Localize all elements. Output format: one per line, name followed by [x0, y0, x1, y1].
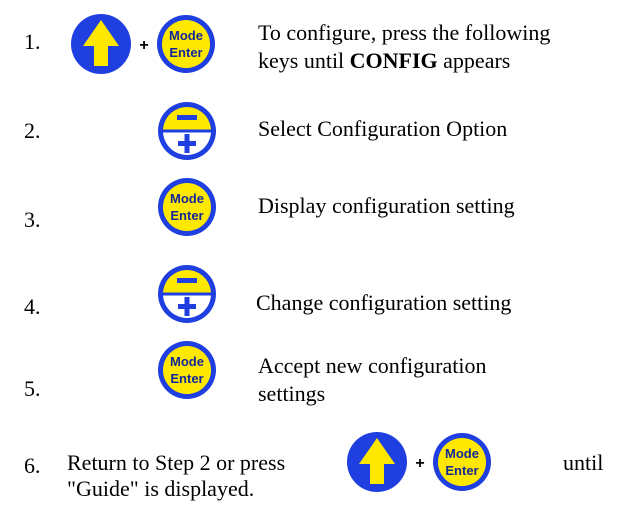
up-arrow-key-icon — [71, 14, 131, 74]
step-1-keys: + Mode Enter — [71, 14, 215, 74]
step-3-number: 3. — [24, 207, 41, 232]
step-4-text: Change configuration setting — [256, 290, 512, 315]
plus-sign: + — [139, 37, 148, 54]
step-6-text-line2: "Guide" is displayed. — [67, 476, 255, 501]
mode-enter-key-icon: Mode Enter — [157, 15, 215, 73]
step-2-number: 2. — [24, 118, 41, 143]
minus-plus-key-icon — [156, 263, 218, 325]
step-5-text: Accept new configuration settings — [258, 353, 487, 406]
step-1-text: To configure, press the following keys u… — [258, 20, 551, 73]
step-3-text: Display configuration setting — [258, 193, 515, 218]
step-2-text: Select Configuration Option — [258, 116, 508, 141]
step-6-number: 6. — [24, 453, 41, 478]
svg-text:Mode: Mode — [170, 354, 204, 369]
step-1-number: 1. — [24, 29, 41, 54]
svg-text:Enter: Enter — [445, 463, 478, 478]
mode-enter-key-icon: Mode Enter — [158, 341, 216, 399]
step-4-number: 4. — [24, 294, 41, 319]
step-5-number: 5. — [24, 376, 41, 401]
svg-text:Mode: Mode — [445, 446, 479, 461]
mode-enter-key-icon: Mode Enter — [433, 433, 491, 491]
step-6-keys: + Mode Enter — [347, 432, 491, 492]
up-arrow-key-icon — [347, 432, 407, 492]
svg-text:Enter: Enter — [170, 371, 203, 386]
mode-enter-key-icon: Mode Enter — [158, 178, 216, 236]
step-6-text-line1: Return to Step 2 or press — [67, 450, 286, 475]
svg-text:Mode: Mode — [170, 191, 204, 206]
svg-text:Mode: Mode — [169, 28, 203, 43]
svg-text:Enter: Enter — [169, 45, 202, 60]
step-6-until: until — [563, 450, 604, 475]
svg-text:Enter: Enter — [170, 208, 203, 223]
plus-sign: + — [415, 455, 424, 472]
minus-plus-key-icon — [156, 100, 218, 162]
